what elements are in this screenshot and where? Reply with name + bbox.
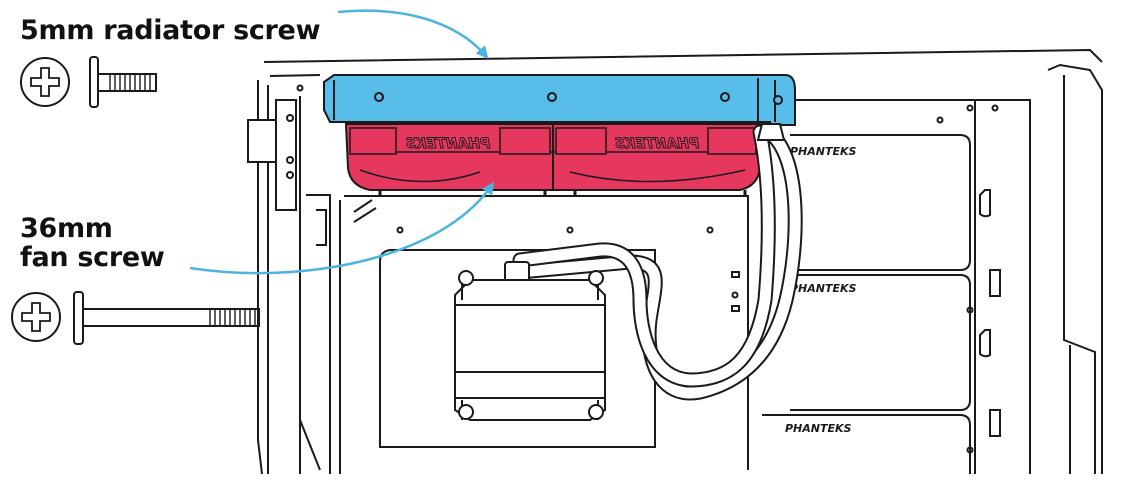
phillips-screw-head-icon — [20, 57, 70, 107]
phillips-screw-head-icon — [11, 292, 61, 342]
fan-screw-label-size: 36mm — [20, 213, 113, 244]
radiator-screw-label: 5mm radiator screw — [20, 15, 321, 46]
drive-tray-brand-1: PHANTEKS — [790, 145, 857, 158]
drive-tray-brand-3: PHANTEKS — [785, 422, 852, 435]
long-screw-icon — [73, 291, 260, 345]
fan-screw-arrow — [189, 181, 495, 275]
coolant-tubes — [512, 123, 803, 401]
fan-brand-left: PHANTEKS — [406, 136, 491, 152]
short-screw-icon — [89, 56, 157, 108]
fan-screw-label: 36mm fan screw — [20, 214, 165, 272]
fan-brand-right: PHANTEKS — [615, 136, 700, 152]
pc-case-chassis — [247, 48, 1103, 475]
drive-tray-brand-2: PHANTEKS — [790, 282, 857, 295]
cpu-pump-block — [454, 261, 606, 421]
radiator — [323, 74, 796, 126]
radiator-fans — [344, 123, 761, 196]
fan-screw-label-type: fan screw — [20, 242, 165, 274]
radiator-screw-arrow — [337, 9, 489, 59]
